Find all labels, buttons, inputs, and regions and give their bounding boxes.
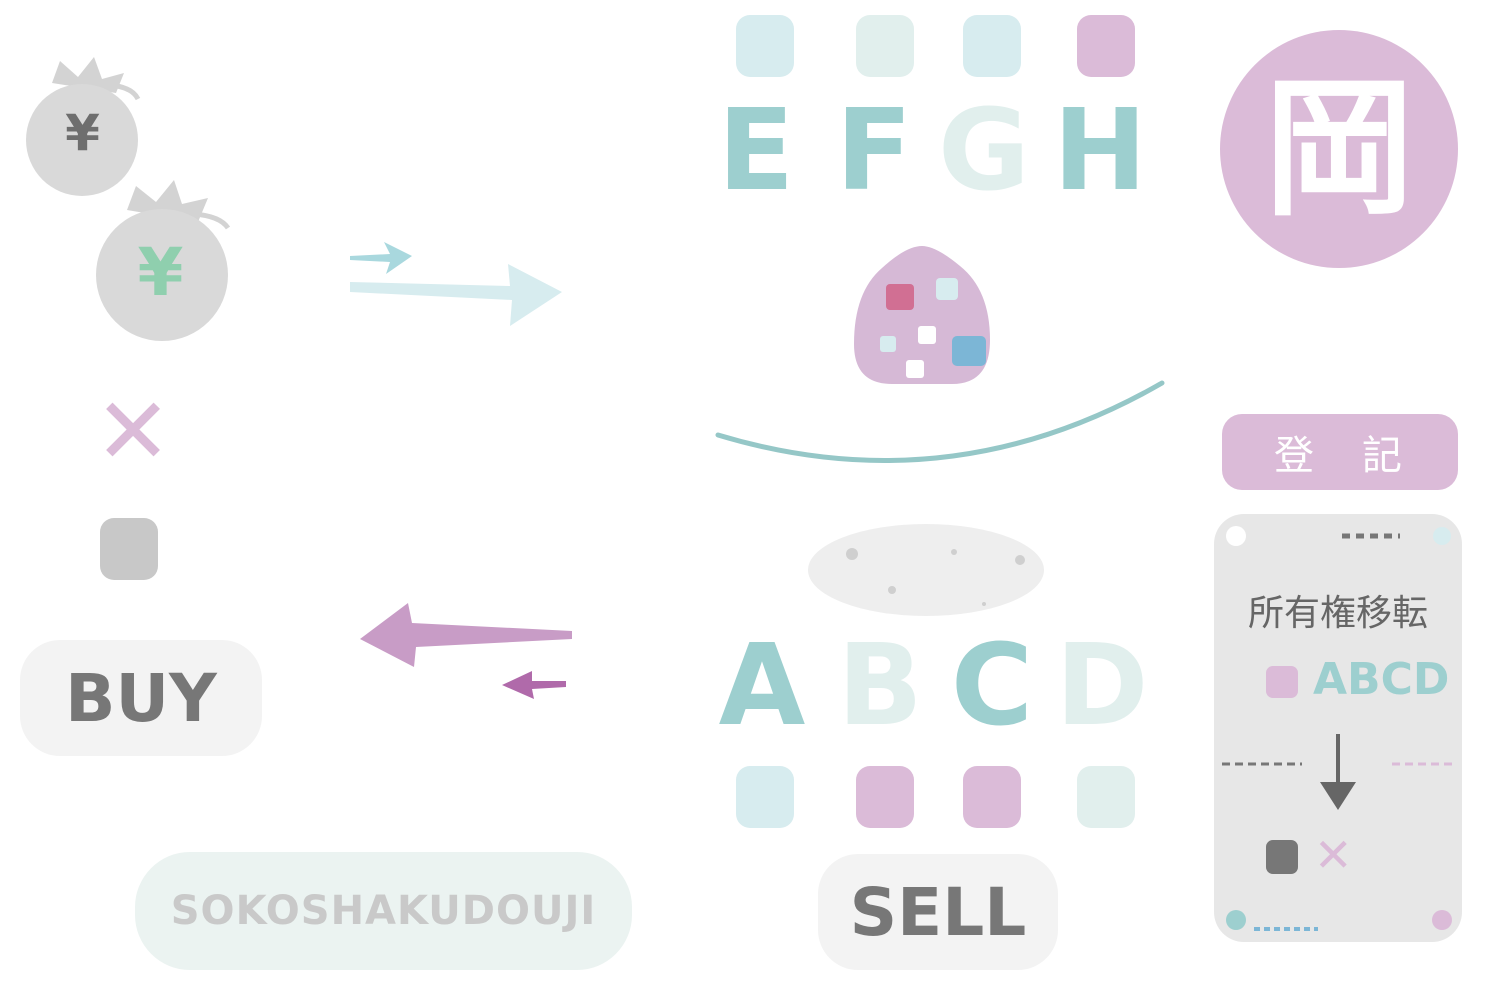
square-c	[963, 766, 1021, 828]
square-h	[1077, 15, 1135, 77]
seal-character: 岡	[1263, 61, 1414, 237]
letter-a: A	[718, 621, 806, 751]
square-a	[736, 766, 794, 828]
old-owner-square	[1266, 840, 1298, 874]
buyer-square-gray	[100, 518, 158, 580]
letter-c: C	[950, 621, 1034, 751]
yen-symbol-green: ¥	[137, 234, 184, 311]
registry-heading: 所有権移転	[1247, 593, 1428, 634]
transfer-arrows	[360, 603, 572, 699]
old-owner-cross: ✕	[1314, 828, 1353, 882]
registry-title: 登 記	[1274, 433, 1406, 479]
company-label-pill: SOKOSHAKUDOUJI	[135, 852, 632, 970]
sell-label-pill: SELL	[818, 854, 1058, 970]
buy-label: BUY	[65, 659, 217, 737]
money-bag-icon-green	[96, 180, 231, 341]
payment-arrows	[350, 242, 562, 326]
property-icon	[854, 246, 990, 384]
buyer-cross-mark: ✕	[94, 378, 172, 485]
seal-stamp: 岡	[1220, 30, 1458, 268]
connection-arc	[715, 380, 1165, 464]
registry-title-pill: 登 記	[1222, 414, 1458, 490]
money-bag-icon-gray	[26, 57, 141, 196]
sell-label: SELL	[849, 873, 1027, 951]
gray-stone-shape	[808, 524, 1044, 616]
square-b	[856, 766, 914, 828]
letter-f: F	[835, 86, 913, 216]
square-f	[856, 15, 914, 77]
letter-b: B	[837, 621, 923, 751]
letter-d: D	[1055, 621, 1149, 751]
square-e	[736, 15, 794, 77]
yen-symbol-gray: ¥	[65, 104, 100, 162]
new-owner-label: ABCD	[1313, 654, 1450, 705]
letter-g: G	[938, 86, 1030, 216]
registry-document	[1214, 514, 1462, 942]
new-owner-square	[1266, 666, 1298, 698]
company-label: SOKOSHAKUDOUJI	[170, 888, 597, 934]
square-g	[963, 15, 1021, 77]
letter-e: E	[717, 86, 795, 216]
buy-label-pill: BUY	[20, 640, 262, 756]
letter-h: H	[1053, 86, 1147, 216]
square-d	[1077, 766, 1135, 828]
registry-decorations	[1222, 526, 1456, 931]
